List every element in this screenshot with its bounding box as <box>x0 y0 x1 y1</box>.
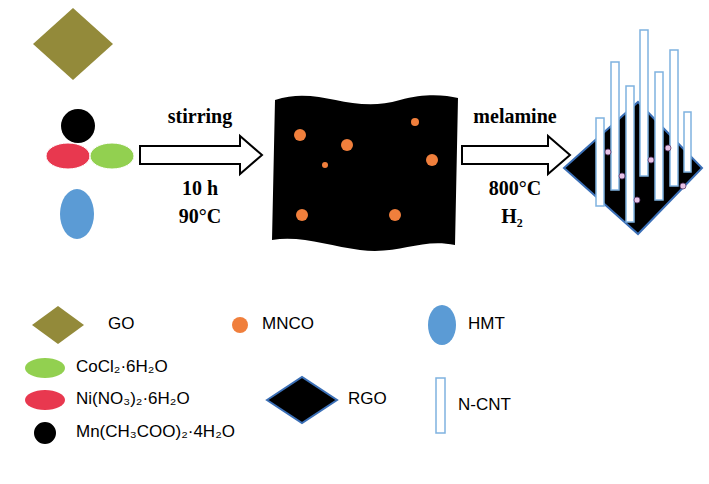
legend-swatch <box>428 305 456 345</box>
legend-swatch <box>32 306 84 344</box>
arrow-label: 800°C <box>489 176 541 200</box>
catalyst-particles <box>605 145 686 203</box>
legend-label: Ni(NO₃)₂·6H₂O <box>76 389 190 409</box>
arrow-label: 10 h <box>182 176 218 200</box>
n-cnt-tubes <box>596 30 691 222</box>
go-sheet <box>33 8 113 80</box>
legend-label: GO <box>108 314 134 334</box>
graphene-sheet <box>272 95 458 251</box>
legend-swatch <box>25 358 65 378</box>
legend-label: MNCO <box>262 314 314 334</box>
arrow-label: H₂ <box>501 204 523 228</box>
legend-label: RGO <box>348 389 387 409</box>
legend-swatch <box>25 390 65 410</box>
process-arrow <box>462 136 570 174</box>
mnco-particles <box>294 118 438 221</box>
ni-salt <box>46 143 90 169</box>
co-salt <box>90 143 134 169</box>
legend-label: Mn(CH₃COO)₂·4H₂O <box>76 422 235 442</box>
mn-salt <box>61 109 95 143</box>
legend-swatch <box>267 377 337 423</box>
arrow-label: stirring <box>168 104 232 128</box>
legend-label: N-CNT <box>458 395 511 415</box>
legend-swatch <box>232 317 248 333</box>
legend-label: HMT <box>468 314 505 334</box>
legend-label: CoCl₂·6H₂O <box>76 357 168 377</box>
process-arrow <box>140 136 262 174</box>
hmt-ellipse <box>60 189 94 239</box>
arrow-label: 90°C <box>179 204 221 228</box>
arrow-label: melamine <box>473 104 556 128</box>
legend-swatch <box>34 422 56 444</box>
n-cnt-sample <box>436 378 445 433</box>
